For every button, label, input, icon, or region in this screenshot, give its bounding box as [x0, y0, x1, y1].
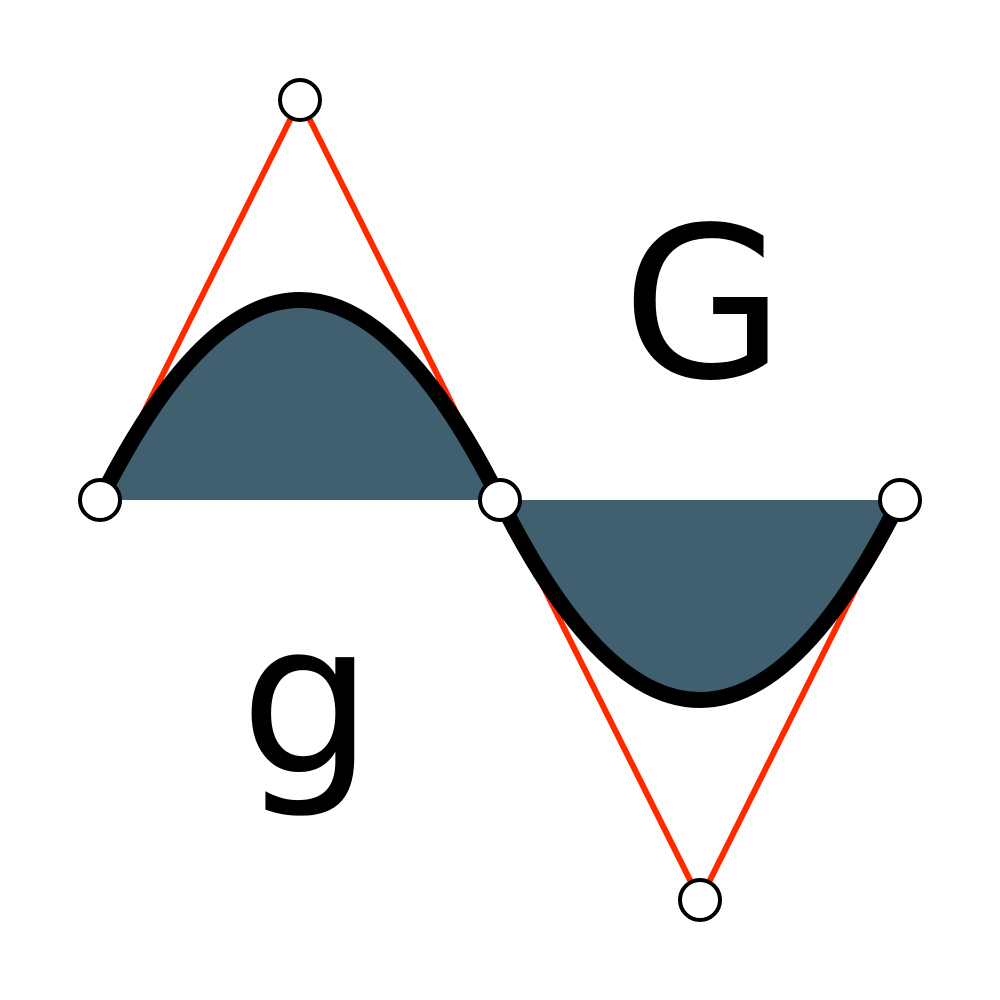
upper-letter-label: G: [622, 182, 785, 427]
control-point-bottom[interactable]: [678, 878, 722, 922]
anchor-point-left[interactable]: [78, 478, 122, 522]
control-point-top[interactable]: [278, 78, 322, 122]
lower-letter-label: g: [240, 577, 374, 822]
anchor-point-middle[interactable]: [478, 478, 522, 522]
anchor-point-right[interactable]: [878, 478, 922, 522]
